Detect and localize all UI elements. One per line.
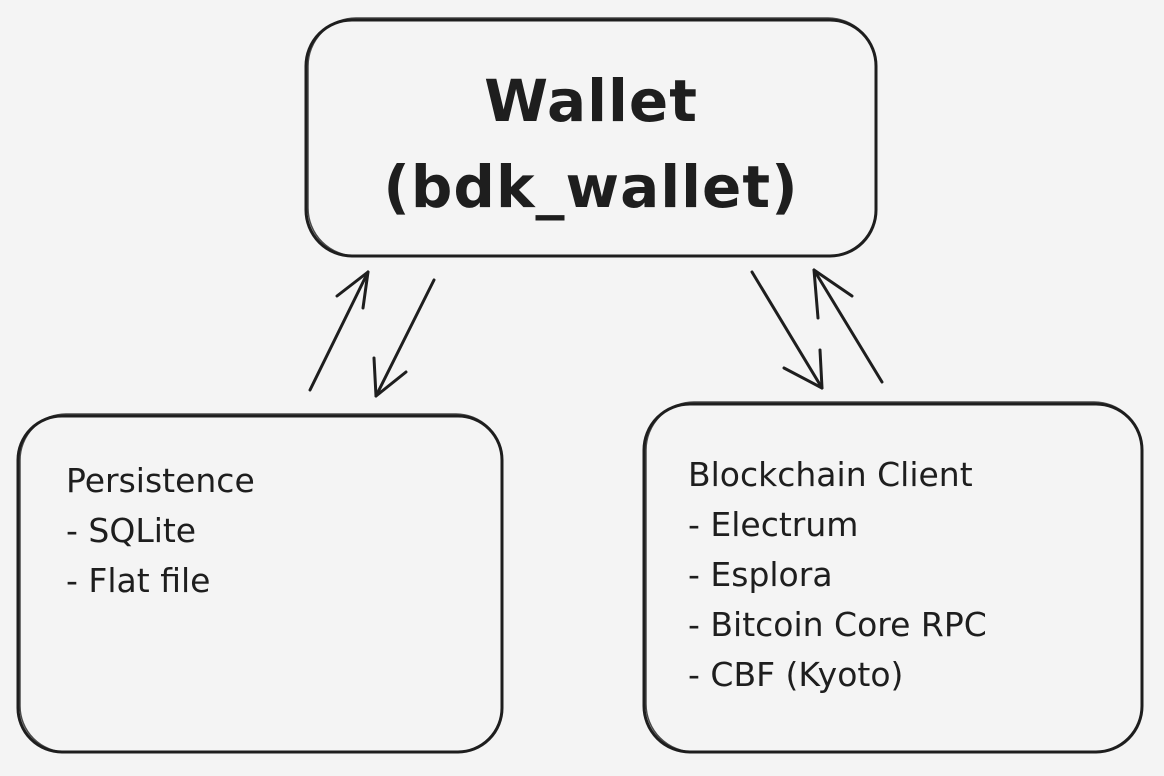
list-item: - Electrum <box>688 505 859 544</box>
wallet-title: Wallet <box>484 67 698 135</box>
persistence-label: Persistence - SQLite - Flat file <box>66 456 255 606</box>
blockchain-client-label: Blockchain Client - Electrum - Esplora -… <box>688 450 987 700</box>
list-item: - CBF (Kyoto) <box>688 655 904 694</box>
blockchain-client-title: Blockchain Client <box>688 455 973 494</box>
arrow-wallet-to-persistence <box>372 278 436 398</box>
blockchain-client-box[interactable] <box>642 401 1144 754</box>
persistence-box[interactable] <box>16 413 504 754</box>
arrow-wallet-to-blockchain <box>750 270 824 390</box>
list-item: - Bitcoin Core RPC <box>688 605 987 644</box>
wallet-label: Wallet (bdk_wallet) <box>306 58 876 230</box>
persistence-title: Persistence <box>66 461 255 500</box>
wallet-box[interactable] <box>304 17 878 258</box>
arrow-blockchain-to-wallet <box>812 268 884 384</box>
arrow-persistence-to-wallet <box>308 270 370 392</box>
list-item: - SQLite <box>66 511 197 550</box>
list-item: - Esplora <box>688 555 833 594</box>
wallet-subtitle: (bdk_wallet) <box>383 153 799 221</box>
list-item: - Flat file <box>66 561 211 600</box>
